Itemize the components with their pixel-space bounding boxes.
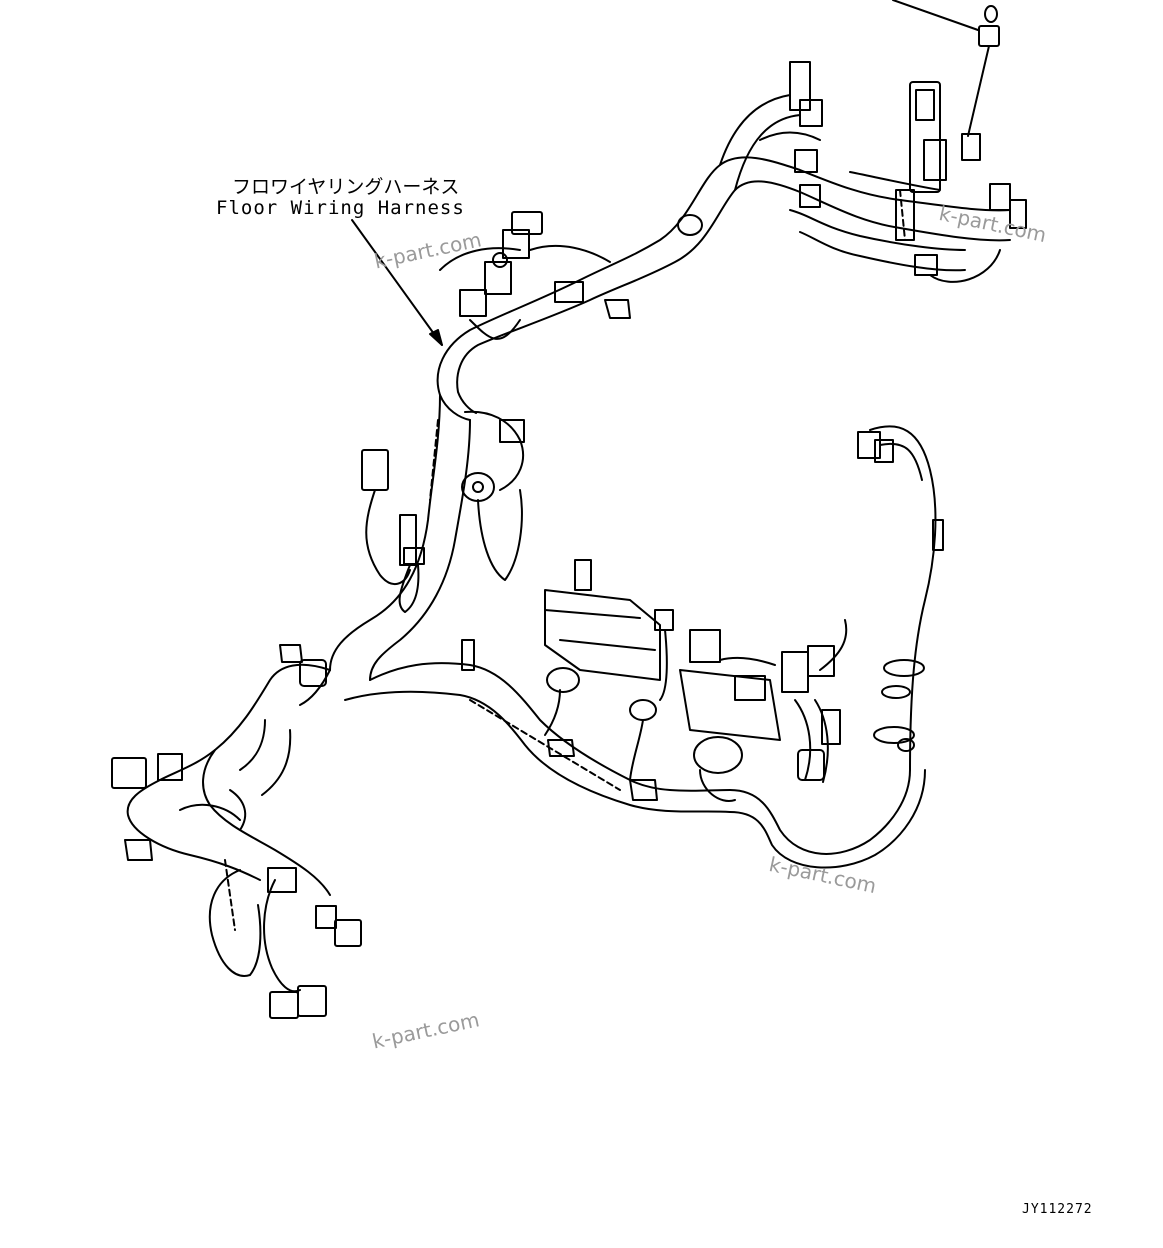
drawing-code: JY112272 [1022,1202,1093,1217]
upper-left-connectors [440,212,702,339]
upper-harness-trunk [438,95,1010,420]
top-connector-tag [893,0,999,136]
lower-left-branch [112,720,361,1018]
vertical-trunk [330,395,524,680]
fuse-box-cluster [545,560,846,801]
central-harness [160,640,925,868]
callout-leader [352,220,442,345]
callout-label-japanese: フロワイヤリングハーネス [232,176,460,198]
callout-label-english: Floor Wiring Harness [216,197,465,219]
ecu-connector-cluster [790,62,1026,282]
right-hanging-wire [858,426,943,770]
